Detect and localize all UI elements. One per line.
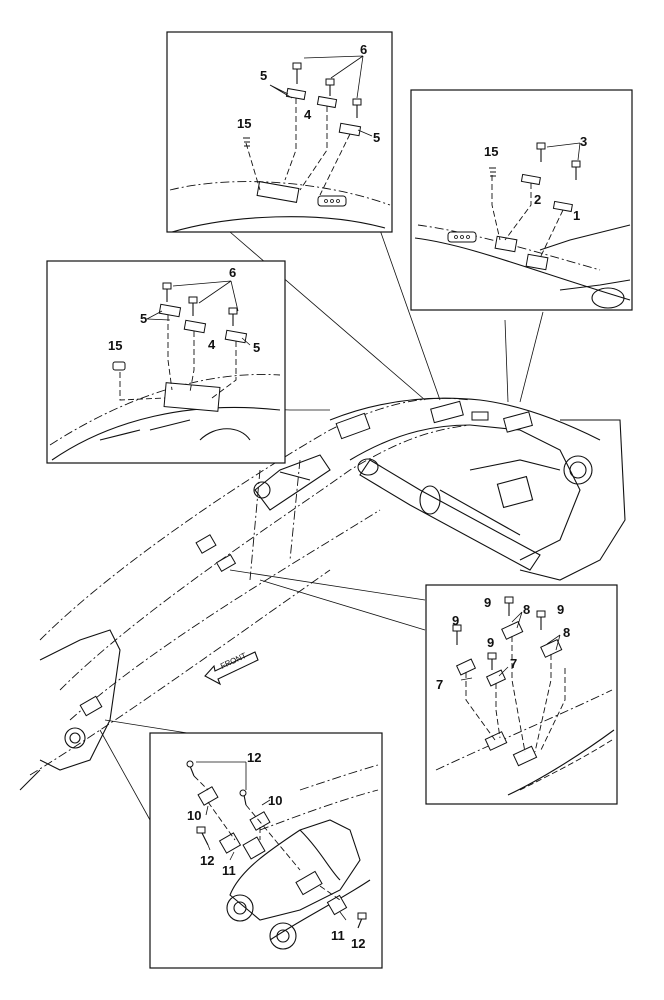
callout-6: 6 — [229, 265, 236, 280]
callout-5: 5 — [260, 68, 267, 83]
callout-2: 2 — [534, 192, 541, 207]
detail-right: 9 8 9 9 8 7 7 9 — [425, 584, 618, 805]
callout-3: 3 — [580, 134, 587, 149]
callout-1: 1 — [573, 208, 580, 223]
callout-15: 15 — [108, 338, 122, 353]
callout-9: 9 — [557, 602, 564, 617]
callout-8: 8 — [563, 625, 570, 640]
detail-top-center: 6 5 4 5 15 — [166, 31, 393, 233]
front-arrow: FRONT — [204, 651, 259, 686]
callout-9: 9 — [484, 595, 491, 610]
callout-11: 11 — [222, 863, 236, 878]
callout-7: 7 — [510, 656, 517, 671]
callout-9: 9 — [487, 635, 494, 650]
callout-4: 4 — [208, 337, 216, 352]
detail-bottom: 12 10 10 12 11 11 12 — [149, 732, 383, 969]
callout-15: 15 — [484, 144, 498, 159]
callout-12: 12 — [351, 936, 365, 951]
callout-9: 9 — [452, 613, 459, 628]
callout-11: 11 — [331, 928, 345, 943]
detail-left: 6 5 4 5 15 — [46, 260, 286, 464]
detail-top-right: 3 15 2 1 — [410, 89, 633, 311]
boom-assembly — [19, 397, 626, 791]
callout-5: 5 — [373, 130, 380, 145]
callout-7: 7 — [436, 677, 443, 692]
callout-6: 6 — [360, 42, 367, 57]
callout-5: 5 — [140, 311, 147, 326]
callout-10: 10 — [187, 808, 201, 823]
callout-5: 5 — [253, 340, 260, 355]
callout-15: 15 — [237, 116, 251, 131]
callout-10: 10 — [268, 793, 282, 808]
callout-12: 12 — [200, 853, 214, 868]
callout-4: 4 — [304, 107, 312, 122]
callout-8: 8 — [523, 602, 530, 617]
callout-12: 12 — [247, 750, 261, 765]
front-label: FRONT — [219, 651, 248, 671]
